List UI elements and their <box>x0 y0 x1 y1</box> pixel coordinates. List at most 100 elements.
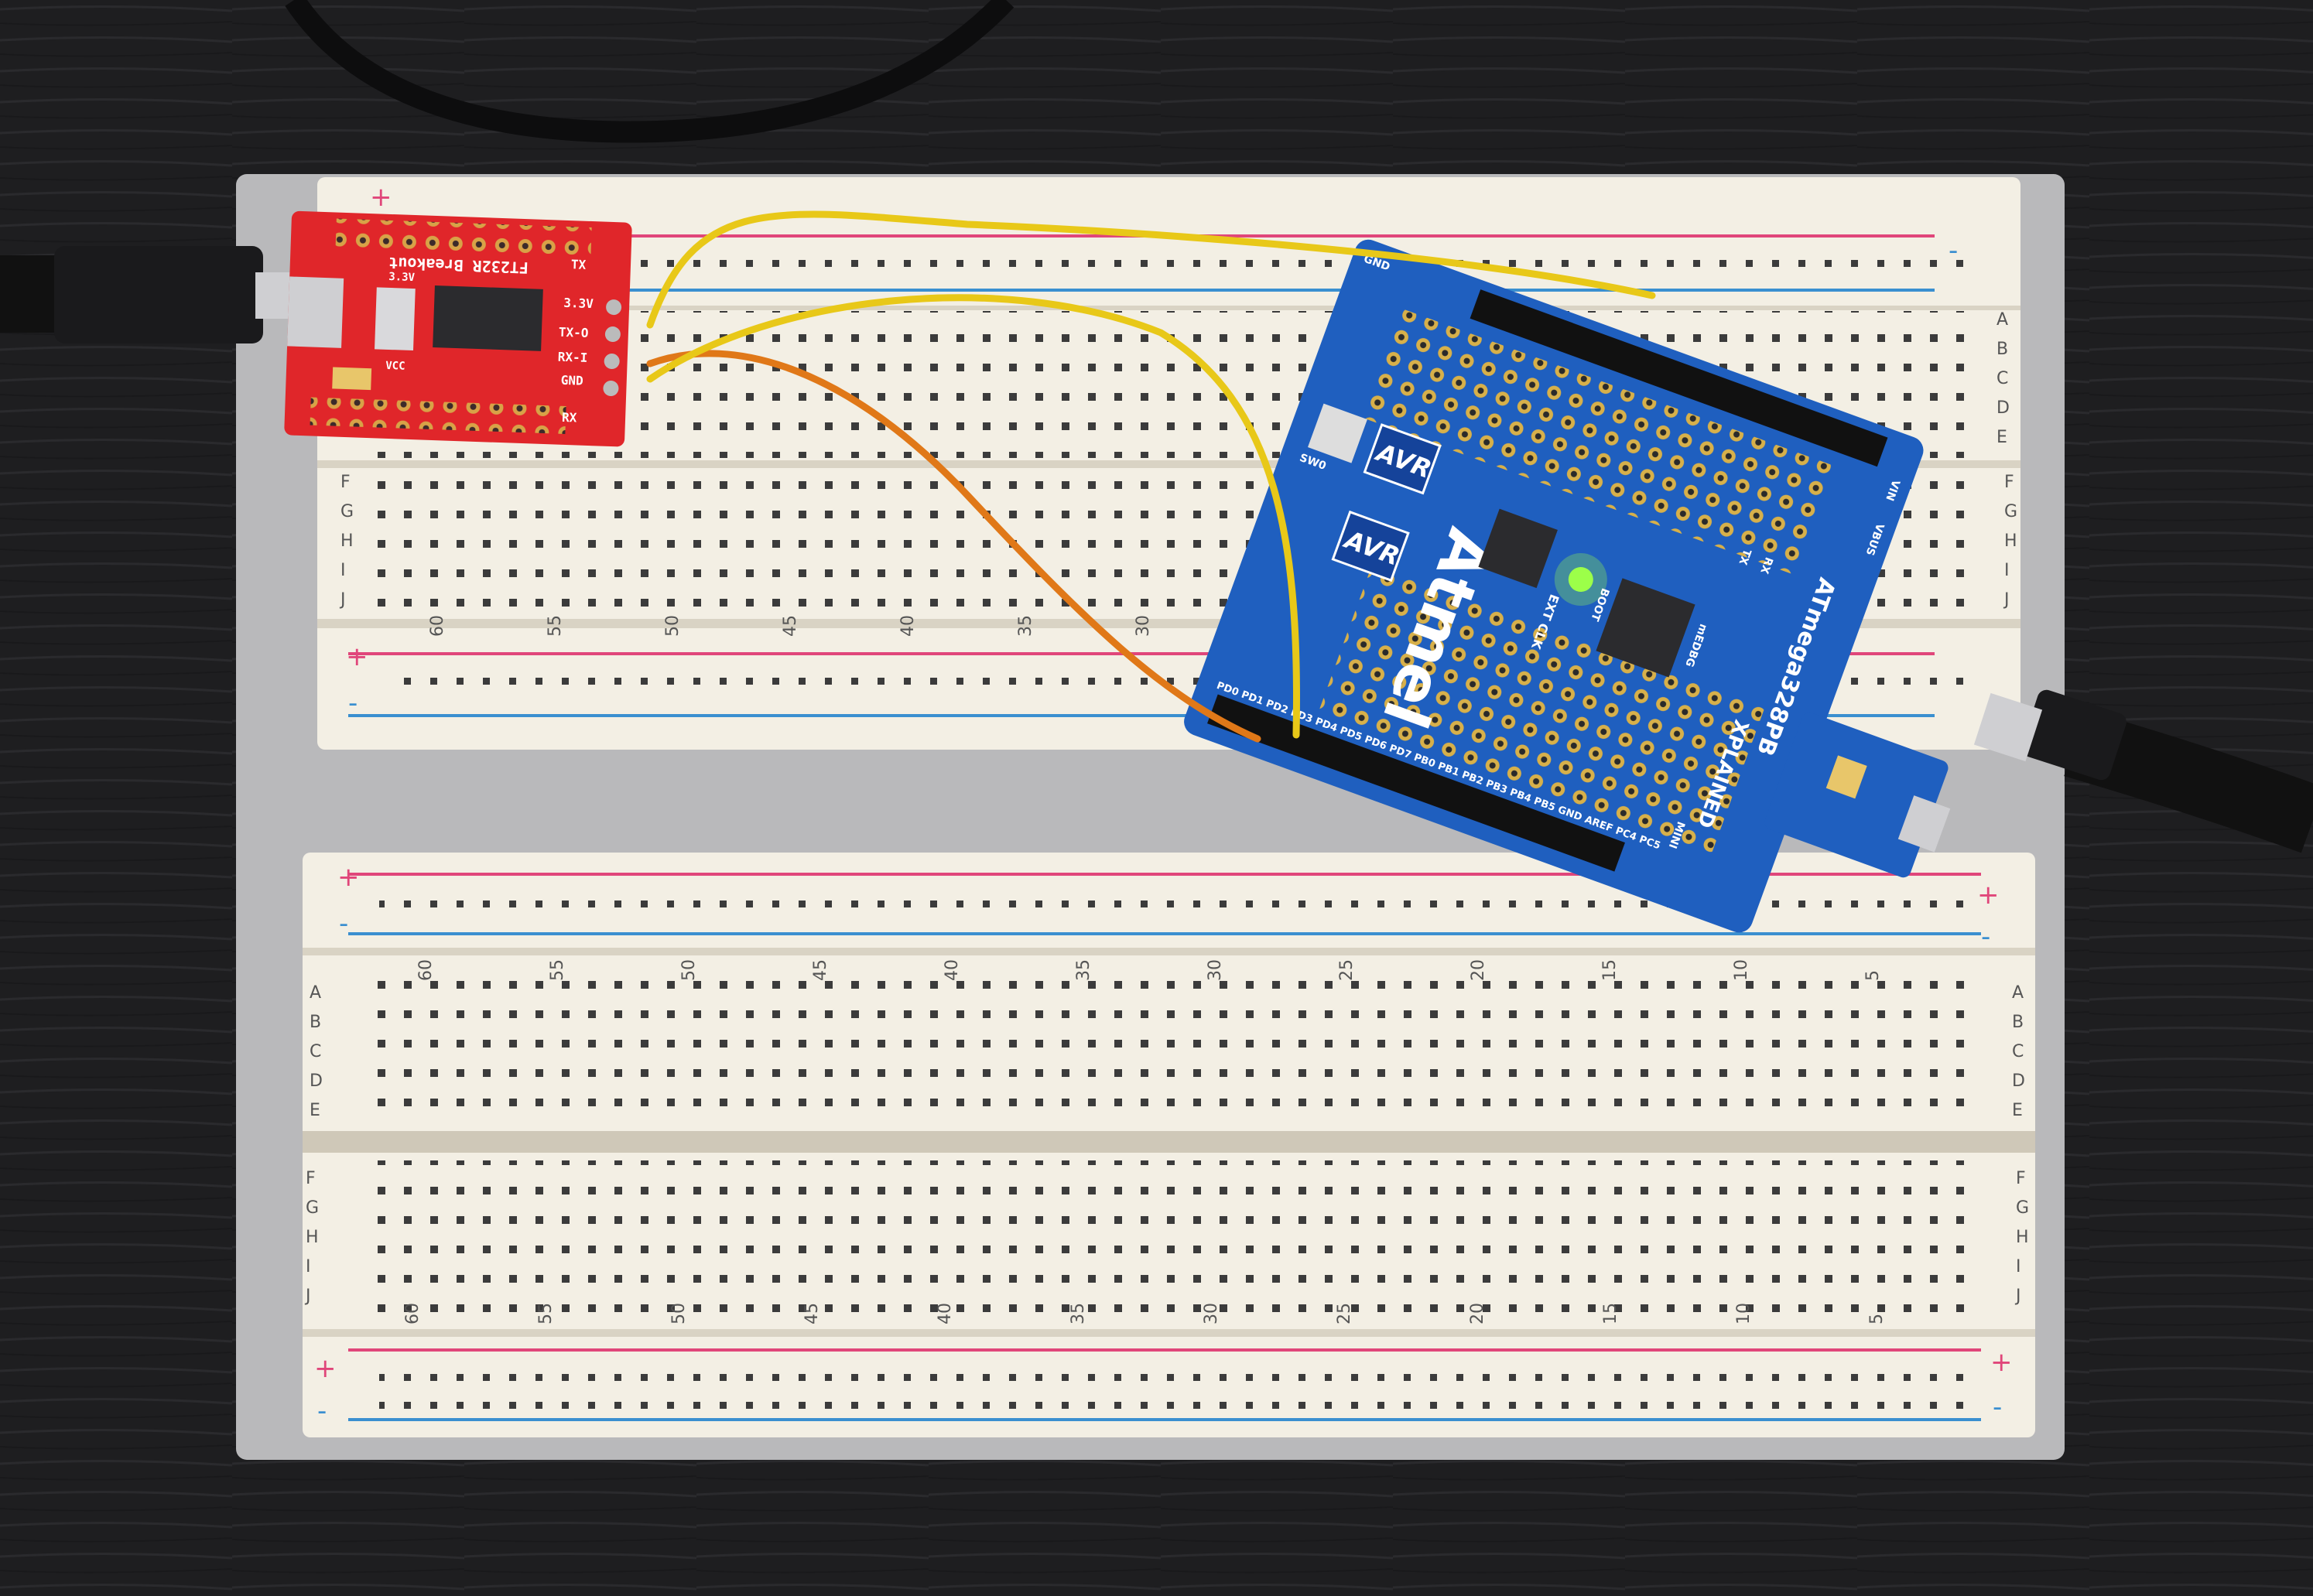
column-number: 20 <box>1468 1303 1487 1324</box>
row-letter: H <box>2004 531 2017 551</box>
column-number: 35 <box>1016 615 1035 637</box>
label-vcc: VCC <box>385 360 405 373</box>
row-letter: G <box>2004 502 2017 521</box>
row-letter: D <box>2012 1071 2025 1091</box>
right-usb-cable <box>1973 689 2313 853</box>
row-letter: I <box>306 1257 311 1276</box>
row-letter: J <box>2003 590 2010 610</box>
rail-minus-sign: - <box>1981 921 1990 952</box>
pin-label-rxi: RX-I <box>557 350 587 365</box>
yellow-wire-rx <box>646 294 1300 739</box>
column-number: 30 <box>1206 959 1225 981</box>
column-number: 25 <box>1335 1303 1354 1324</box>
pin-label-gnd: GND <box>560 373 583 388</box>
ft232r-chip <box>433 285 543 351</box>
column-number: 50 <box>669 1303 689 1324</box>
column-number: 15 <box>1601 1303 1620 1324</box>
row-letter: D <box>1997 398 2010 418</box>
reset-button[interactable] <box>1308 403 1367 463</box>
row-letter: I <box>2004 561 2010 580</box>
rail-minus-sign: - <box>348 688 358 719</box>
rail-plus-sign: + <box>370 182 392 213</box>
column-number: 40 <box>936 1303 955 1324</box>
row-letter: J <box>339 590 346 610</box>
label-3v3: 3.3V <box>388 271 416 284</box>
tantalum-capacitor <box>1825 755 1867 799</box>
column-number: 60 <box>416 959 436 981</box>
row-letter: B <box>1997 340 2008 359</box>
atmega328pb-chip <box>1478 508 1558 589</box>
column-number: 55 <box>548 959 567 981</box>
row-letter: A <box>310 983 321 1003</box>
column-number: 40 <box>943 959 962 981</box>
row-letter: B <box>2012 1013 2024 1032</box>
rail-plus-sign: + <box>337 862 360 893</box>
medbg-chip <box>1596 578 1695 678</box>
column-number: 40 <box>898 615 918 637</box>
row-letter: C <box>2012 1042 2024 1061</box>
row-letter: J <box>304 1287 311 1306</box>
row-letter: J <box>2014 1287 2021 1306</box>
column-number: 25 <box>1337 959 1357 981</box>
power-led <box>1568 567 1593 593</box>
usb-connector <box>287 276 344 348</box>
pin-label-tx: TX <box>571 257 587 272</box>
pin-label-rx: RX <box>562 410 577 425</box>
rail-signs: + - + - + - + - + - + - <box>314 182 2013 1427</box>
column-number: 55 <box>536 1303 556 1324</box>
rail-minus-sign: - <box>317 1396 327 1427</box>
background-cable <box>285 0 1015 143</box>
rail-plus-sign: + <box>346 641 368 672</box>
row-letter: H <box>2016 1228 2029 1247</box>
rail-minus-sign: - <box>1949 235 1958 266</box>
row-letter: H <box>340 531 354 551</box>
column-number: 35 <box>1074 959 1093 981</box>
proto-area <box>1360 307 1836 576</box>
row-letter: E <box>1997 428 2007 447</box>
column-number: 5 <box>1867 1314 1887 1324</box>
column-number: 60 <box>403 1303 423 1324</box>
rail-plus-sign: + <box>314 1353 337 1384</box>
avr-logo: AVR AVR <box>1331 423 1442 583</box>
row-letter: E <box>2012 1101 2023 1120</box>
micro-usb-port <box>1897 795 1951 853</box>
row-letter: D <box>310 1071 323 1091</box>
column-number: 50 <box>679 959 699 981</box>
row-letter: F <box>2016 1169 2026 1188</box>
row-letter: H <box>306 1228 319 1247</box>
voltage-switch <box>375 287 416 351</box>
side-pins <box>603 299 622 397</box>
rail-minus-sign: - <box>1993 1392 2002 1423</box>
orange-wire-tx <box>646 350 1261 743</box>
column-number: 5 <box>1863 970 1883 981</box>
column-number: 30 <box>1202 1303 1221 1324</box>
rail-plus-sign: + <box>1977 880 2000 911</box>
ft232r-breakout-board: FT232R Breakout TX 3.3V TX-O RX-I GND RX… <box>284 210 632 447</box>
top-header <box>1470 289 1888 467</box>
pin-label-txo: TX-O <box>559 325 589 340</box>
row-letter: F <box>2004 473 2014 492</box>
column-number: 10 <box>1734 1303 1754 1324</box>
row-letter: G <box>2016 1198 2029 1218</box>
row-letter: C <box>310 1042 321 1061</box>
row-letter: F <box>340 473 351 492</box>
tx-label: TX <box>1736 548 1753 567</box>
row-letter: I <box>340 561 346 580</box>
lower-breadboard <box>303 853 2035 1437</box>
row-letter: G <box>340 502 354 521</box>
column-number: 15 <box>1600 959 1620 981</box>
row-letter: C <box>1997 369 2008 388</box>
bottom-header <box>1207 694 1625 872</box>
proto-area <box>1317 561 1766 857</box>
yellow-wire-gnd <box>646 210 1656 329</box>
column-number: 50 <box>663 615 683 637</box>
column-number: 10 <box>1732 959 1751 981</box>
column-number: 55 <box>546 615 565 637</box>
atmega328pb-xplained-mini-board: AVR AVR Atmel ATmega328PB XPLAINED MINI … <box>1184 239 1951 933</box>
column-number: 30 <box>1134 615 1153 637</box>
column-number: 45 <box>811 959 830 981</box>
capacitor <box>332 367 372 391</box>
column-number: 60 <box>428 615 447 637</box>
